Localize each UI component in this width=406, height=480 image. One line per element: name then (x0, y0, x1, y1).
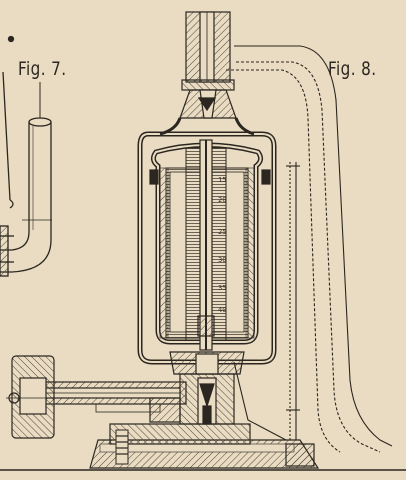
figure-7-label: Fig. 7. (18, 58, 67, 80)
fig7-pipe-top (28, 117, 52, 127)
scale-mark: 30 (218, 256, 227, 264)
fig7-drawing (0, 35, 52, 277)
fig7-dot (7, 35, 15, 43)
fig7-wire (2, 71, 11, 201)
figure-8-label: Fig. 8. (328, 58, 377, 80)
scale-mark: 15 (218, 176, 227, 184)
scale-mark: 40 (218, 306, 227, 314)
fig8-drawing (0, 11, 406, 471)
scale-mark: 35 (218, 284, 227, 292)
stand-column (226, 45, 393, 453)
scale-mark: 25 (218, 228, 227, 236)
scale-mark: 20 (218, 196, 227, 204)
